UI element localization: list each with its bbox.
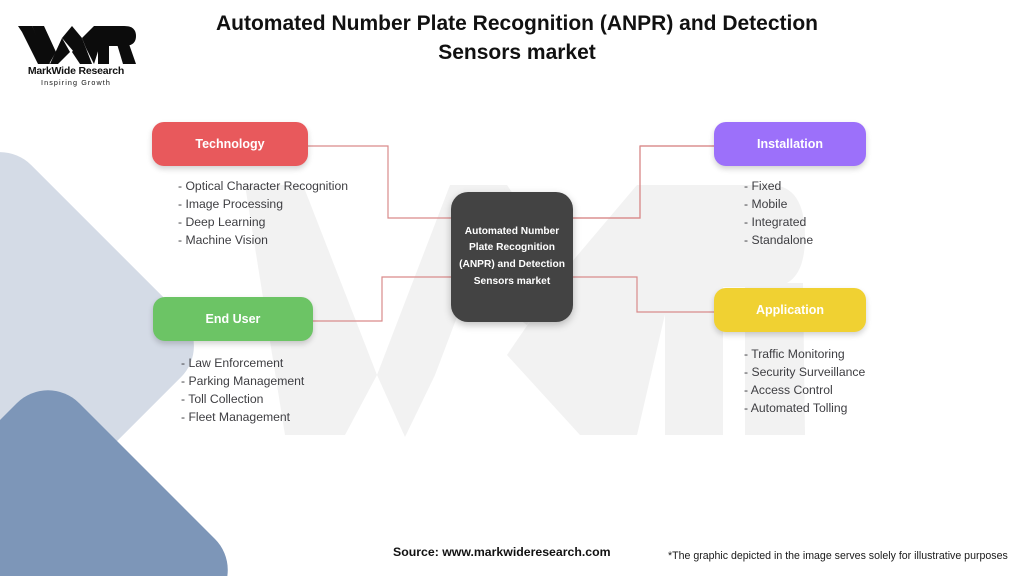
list-item: - Law Enforcement — [181, 356, 284, 370]
category-application: Application - Traffic Monitoring - Secur… — [714, 288, 866, 418]
logo-mark-icon — [18, 26, 136, 64]
category-installation-header[interactable]: Installation — [714, 122, 866, 166]
list-item: - Image Processing — [178, 196, 283, 211]
category-application-header[interactable]: Application — [714, 288, 866, 332]
category-end-user: End User - Law Enforcement - Parking Man… — [153, 297, 313, 427]
logo-company-name: MarkWide Research — [27, 65, 125, 77]
list-item: - Machine Vision — [178, 232, 268, 247]
center-node-label: Automated Number Plate Recognition (ANPR… — [459, 225, 565, 287]
category-application-label: Application — [755, 303, 825, 317]
logo-tagline: Inspiring Growth — [41, 78, 111, 87]
list-item: - Fleet Management — [181, 409, 291, 424]
category-end-user-list: - Law Enforcement - Parking Management -… — [153, 355, 313, 427]
category-technology-list: - Optical Character Recognition - Image … — [152, 178, 349, 250]
page-title: Automated Number Plate Recognition (ANPR… — [215, 12, 819, 64]
category-installation: Installation - Fixed - Mobile - Integrat… — [714, 122, 866, 250]
category-technology-label: Technology — [195, 137, 265, 151]
category-application-list: - Traffic Monitoring - Security Surveill… — [714, 346, 866, 418]
category-end-user-label: End User — [205, 312, 261, 326]
disclaimer-text: *The graphic depicted in the image serve… — [668, 550, 1008, 562]
list-item: - Fixed — [744, 179, 782, 193]
list-item: - Deep Learning — [178, 214, 266, 229]
list-item: - Access Control — [744, 382, 833, 397]
list-item: - Traffic Monitoring — [744, 347, 845, 361]
source-text: Source: www.markwideresearch.com — [393, 545, 611, 559]
logo: MarkWide Research Inspiring Growth — [16, 22, 136, 88]
center-node[interactable]: Automated Number Plate Recognition (ANPR… — [451, 192, 573, 322]
category-installation-label: Installation — [757, 137, 823, 151]
list-item: - Automated Tolling — [744, 400, 848, 415]
list-item: - Integrated — [744, 214, 807, 229]
list-item: - Toll Collection — [181, 391, 264, 406]
list-item: - Mobile — [744, 196, 788, 211]
list-item: - Parking Management — [181, 373, 305, 388]
category-technology-header[interactable]: Technology — [152, 122, 308, 166]
list-item: - Optical Character Recognition — [178, 179, 349, 193]
list-item: - Standalone — [744, 232, 814, 247]
category-installation-list: - Fixed - Mobile - Integrated - Standalo… — [714, 178, 866, 250]
list-item: - Security Surveillance — [744, 364, 866, 379]
category-technology: Technology - Optical Character Recogniti… — [152, 122, 349, 250]
category-end-user-header[interactable]: End User — [153, 297, 313, 341]
